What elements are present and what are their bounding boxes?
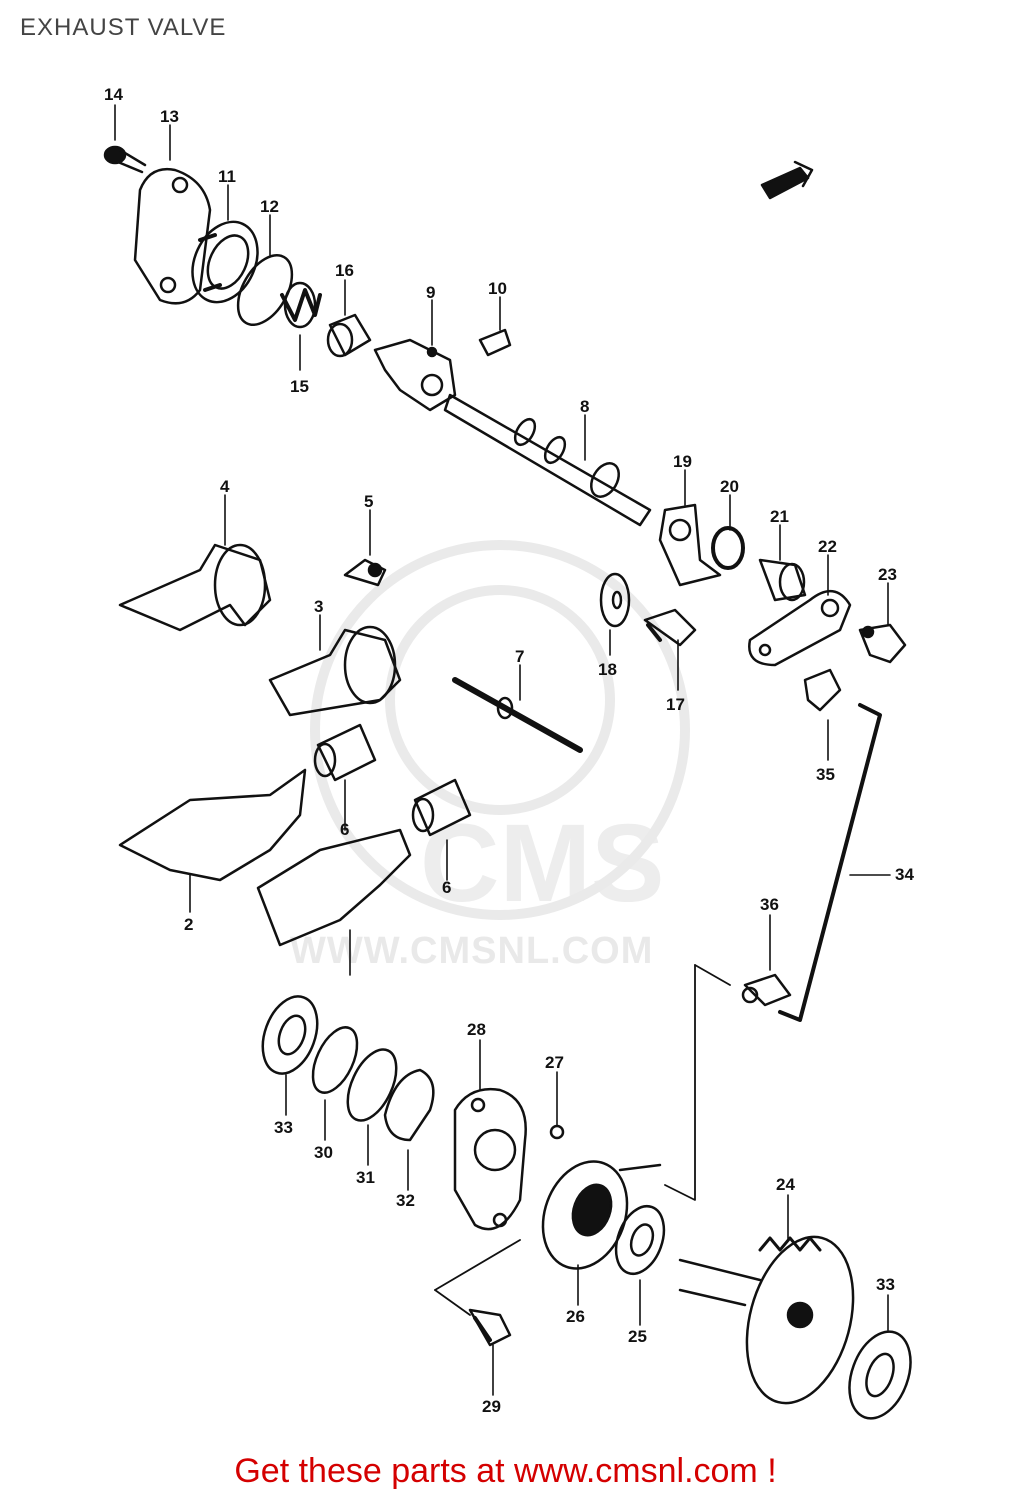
callout-2: 2 (184, 915, 193, 934)
callout-17: 17 (666, 695, 685, 714)
callout-13: 13 (160, 107, 179, 126)
part-2-exhaust-valve (118, 768, 307, 882)
part-29-screw (468, 1308, 512, 1347)
part-15-spring (280, 281, 322, 329)
part-17-screw (643, 608, 697, 647)
part-4-exhaust-valve (118, 543, 272, 632)
part-12-o-ring (236, 254, 294, 326)
part-16-bushing (326, 313, 372, 358)
part-8-shaft (443, 393, 652, 527)
callout-22: 22 (818, 537, 837, 556)
leader-lines (114, 104, 891, 1396)
callout-11: 11 (218, 167, 236, 186)
callout-20: 20 (720, 477, 739, 496)
callout-28: 28 (467, 1020, 486, 1039)
part-26-pulley (541, 1160, 662, 1270)
callout-29: 29 (482, 1397, 501, 1416)
front-arrow-icon (760, 160, 814, 200)
footer-link[interactable]: Get these parts at www.cmsnl.com ! (234, 1452, 777, 1490)
callout-30: 30 (314, 1143, 333, 1162)
part-20-spring (711, 526, 745, 570)
callout-9: 9 (426, 283, 435, 302)
part-18-washer (599, 572, 631, 628)
callout-24: 24 (776, 1175, 795, 1194)
callout-31: 31 (356, 1168, 375, 1187)
callout-25: 25 (628, 1327, 647, 1346)
callout-6a: 6 (340, 820, 349, 839)
part-25-seal (614, 1205, 666, 1275)
part-13-gasket (133, 167, 212, 305)
part-22-lever (748, 590, 852, 667)
callout-3: 3 (314, 597, 323, 616)
part-14-bolt (103, 145, 147, 174)
callout-35: 35 (816, 765, 835, 784)
callout-labels: 14 13 11 12 16 15 9 10 8 19 20 21 22 23 … (104, 85, 914, 1416)
part-28-cover (453, 1087, 527, 1231)
callout-12: 12 (260, 197, 279, 216)
part-5-screw (343, 558, 387, 587)
callout-16: 16 (335, 261, 354, 280)
assembly-lines (434, 964, 731, 1316)
callout-5: 5 (364, 492, 373, 511)
part-9-yoke (373, 338, 457, 412)
part-32-gasket (383, 1068, 435, 1142)
part-6-bushing-a (313, 723, 377, 782)
callout-36: 36 (760, 895, 779, 914)
callout-21: 21 (770, 507, 789, 526)
callout-6b: 6 (442, 878, 451, 897)
callout-33b: 33 (876, 1275, 895, 1294)
callout-19: 19 (673, 452, 692, 471)
callout-34: 34 (895, 865, 914, 884)
part-21-collar (758, 558, 807, 602)
part-35-clip (803, 668, 842, 712)
part-19-plate (658, 503, 722, 587)
callout-23: 23 (878, 565, 897, 584)
callout-27: 27 (545, 1053, 564, 1072)
part-33-bearing-right (848, 1330, 912, 1420)
callout-14: 14 (104, 85, 123, 104)
part-33-bearing-left (261, 995, 319, 1075)
callout-33a: 33 (274, 1118, 293, 1137)
callout-15: 15 (290, 377, 309, 396)
part-36-clip (741, 973, 792, 1007)
part-7-rod (452, 677, 583, 753)
part-31-o-ring (346, 1048, 398, 1122)
callout-4: 4 (220, 477, 230, 496)
page-title: EXHAUST VALVE (20, 14, 227, 41)
callout-26: 26 (566, 1307, 585, 1326)
part-30-o-ring (311, 1026, 359, 1094)
part-3-exhaust-valve (268, 625, 402, 717)
callout-8: 8 (580, 397, 589, 416)
part-1-exhaust-valve (256, 828, 412, 947)
callout-32: 32 (396, 1191, 415, 1210)
part-24-gear (678, 1235, 855, 1405)
part-27-ball (549, 1124, 565, 1140)
part-34-rod (778, 703, 882, 1022)
callout-18: 18 (598, 660, 617, 679)
callout-10: 10 (488, 279, 507, 298)
part-11-oil-seal (191, 220, 259, 304)
part-23-bolt (858, 623, 907, 664)
part-10-pin (478, 328, 512, 357)
watermark-emblem (310, 540, 690, 920)
callout-7: 7 (515, 647, 524, 666)
part-6-bushing-b (411, 778, 472, 837)
